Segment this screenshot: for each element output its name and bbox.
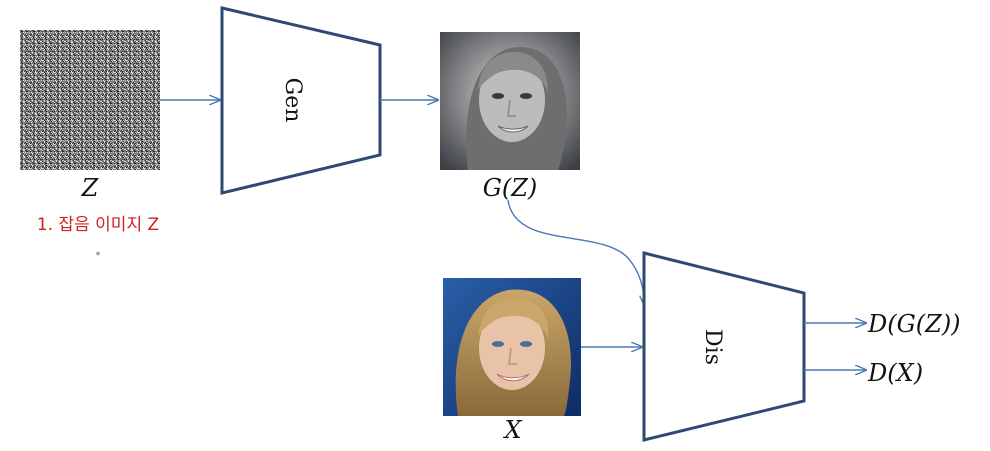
real-label: X: [502, 416, 522, 444]
noise-image: [20, 30, 160, 170]
discriminator-label: Dis: [700, 329, 725, 365]
arrow-generated-to-dis: [507, 199, 645, 306]
generated-label: G(Z): [483, 174, 538, 202]
noise-caption: 1. 잡음 이미지 Z: [37, 215, 159, 235]
real-face-image: [443, 278, 581, 416]
generator-label: Gen: [280, 78, 305, 123]
output-fake-label: D(G(Z)): [867, 310, 961, 338]
small-mark: *: [96, 251, 101, 261]
output-real-label: D(X): [867, 359, 923, 387]
discriminator-block: [642, 251, 806, 442]
generated-face-image: [440, 32, 580, 170]
generator-block: [220, 6, 382, 195]
noise-label: Z: [81, 174, 100, 202]
